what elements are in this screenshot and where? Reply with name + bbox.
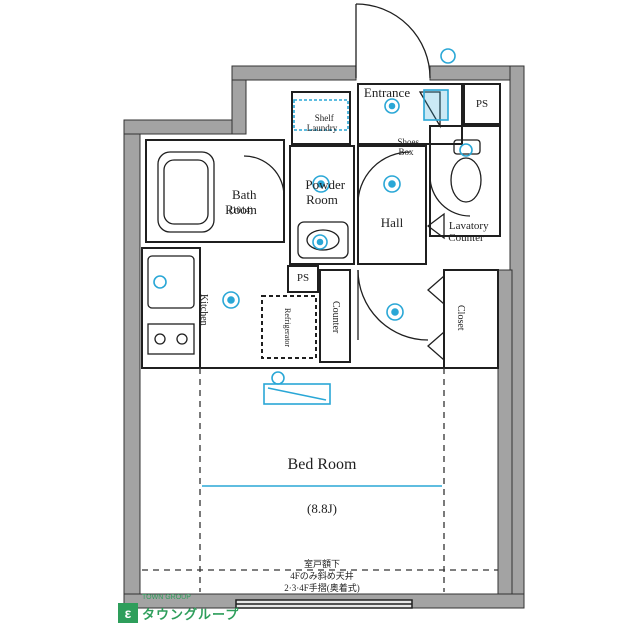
note-line-1-text: 室戸額下 [303,559,340,569]
bed-room-label: Bed Room [262,456,382,474]
hall-label: Hall [372,215,412,230]
company-logo: ε タウングループ TOWN GROUP [118,594,240,623]
bed-room-text: Bed Room [287,456,357,473]
lavatory-counter-text: Lavatory Counter [448,220,489,245]
logo-sub: TOWN GROUP [142,594,191,601]
note-line-2: 4Fのみ斜め天井 [262,571,382,582]
closet-label: Closet [455,296,466,340]
note-line-3: 2·3·4F手摺(奥着式) [252,583,392,594]
note-line-2-text: 4Fのみ斜め天井 [290,571,354,581]
closet-text: Closet [455,305,466,331]
exterior-walls [123,65,525,609]
entrance-label: Entrance [357,85,417,100]
bath-room-label: Bath Room [214,174,268,217]
ps-top-label: PS [470,98,494,110]
fixtures [147,91,482,355]
kitchen-label: Kitchen [198,282,209,338]
note-line-1: 室戸額下 [262,559,382,570]
refrigerator-label: Refrigerator [282,300,292,356]
bath-size-text: (1014) [229,205,253,215]
bedroom-dashed [142,368,498,592]
shoes-box-label: Shoes Box [388,128,424,158]
ps-top-text: PS [475,98,489,110]
ps-mid-label: PS [290,272,316,284]
logo-text: タウングループ [142,606,240,622]
kitchen-text: Kitchen [198,294,209,326]
ps-mid-text: PS [296,272,310,284]
bath-room-text: Bath Room [225,187,257,217]
powder-room-text: Powder Room [305,177,346,207]
counter-text: Counter [330,300,341,334]
powder-room-label: Powder Room [292,164,352,207]
bed-size-text: (8.8J) [307,501,337,516]
note-line-3-text: 2·3·4F手摺(奥着式) [284,583,360,593]
counter-label: Counter [330,292,341,342]
logo-mark-icon: ε [118,603,138,623]
shoes-box-text: Shoes Box [397,136,419,157]
entrance-text: Entrance [363,85,411,100]
lavatory-counter-label: Lavatory Counter [434,208,498,244]
hall-text: Hall [380,215,404,230]
shelf-laundry-text: Shelf Laundry [306,112,338,133]
bottom-window [235,599,413,609]
equipment-markers [153,48,473,487]
shelf-laundry-label: Shelf Laundry [296,104,348,134]
bath-size-label: (1014) [216,205,266,216]
bed-size-label: (8.8J) [282,501,362,516]
doors [243,3,471,362]
refrigerator-text: Refrigerator [282,308,292,348]
